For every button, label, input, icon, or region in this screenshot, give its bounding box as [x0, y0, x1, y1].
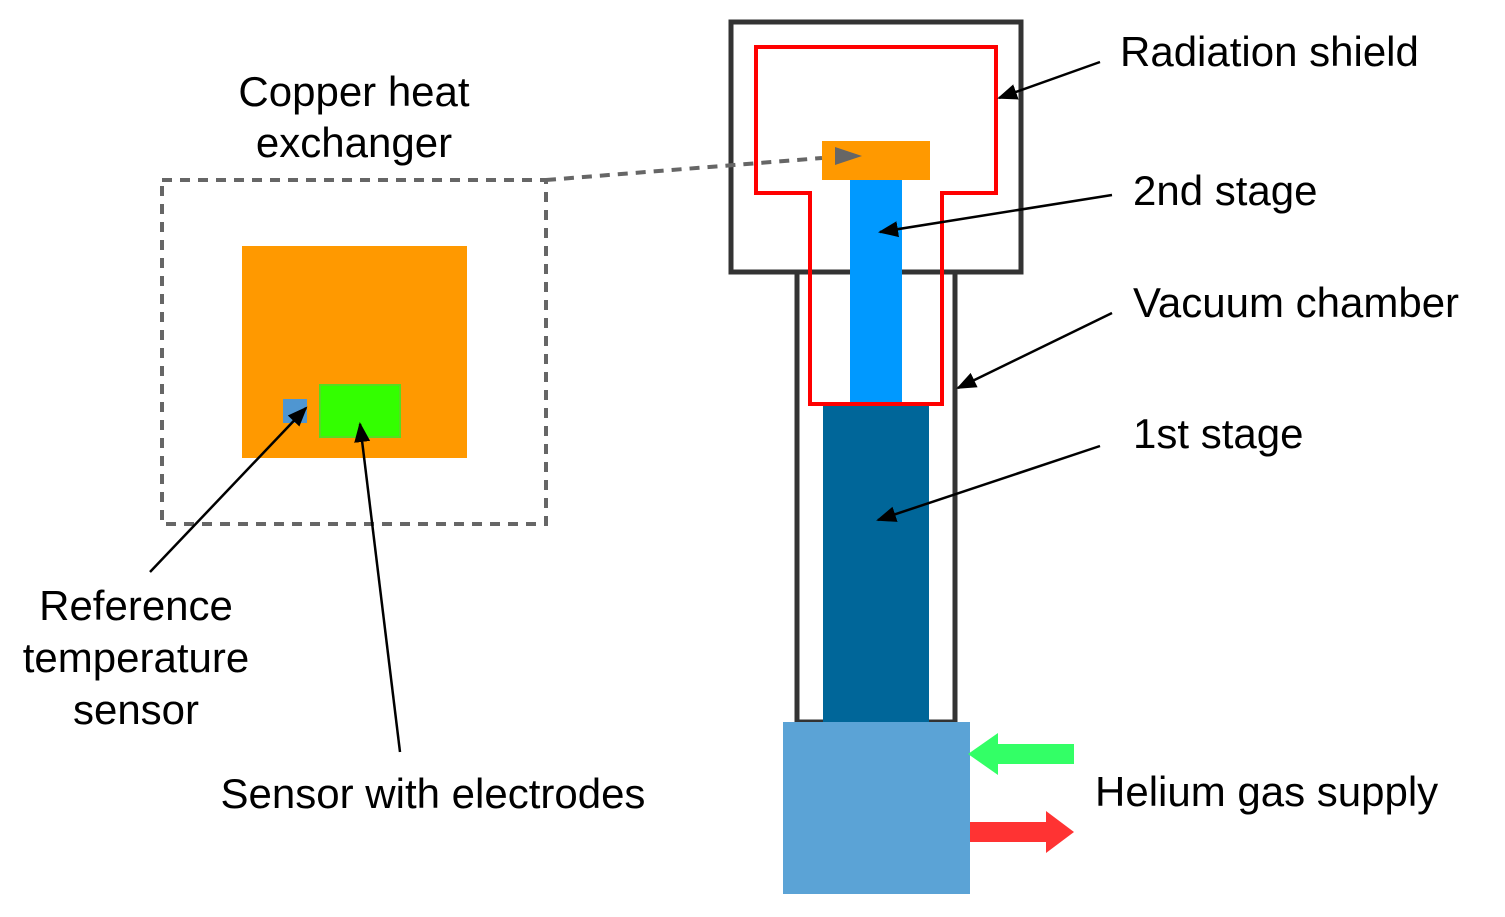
- copper-heat-exchanger-label-line1: Copper heat: [238, 68, 469, 115]
- copper-heat-exchanger-label-line2: exchanger: [256, 119, 452, 166]
- vacuum-chamber-leader: [956, 311, 1113, 390]
- inset-connector-line: [545, 156, 823, 182]
- radiation-shield-leader: [997, 60, 1101, 100]
- helium-gas-supply-label: Helium gas supply: [1095, 768, 1438, 815]
- reference-sensor-label-line3: sensor: [73, 686, 199, 733]
- radiation-shield: [754, 45, 998, 406]
- first-stage-label: 1st stage: [1133, 410, 1303, 457]
- reference-sensor-label-line1: Reference: [39, 582, 233, 629]
- gas-out-arrow: [970, 811, 1074, 853]
- compressor-block: [783, 722, 970, 894]
- second-stage-body: [850, 178, 902, 404]
- inset-dashed-box: [160, 178, 548, 526]
- first-stage-body: [823, 404, 929, 722]
- radiation-shield-label: Radiation shield: [1120, 28, 1419, 75]
- reference-sensor-label-line2: temperature: [23, 634, 249, 681]
- vacuum-chamber-label: Vacuum chamber: [1133, 279, 1459, 326]
- reference-sensor-leader: [149, 406, 308, 573]
- second-stage-label: 2nd stage: [1133, 167, 1318, 214]
- sensor-electrodes-leader: [354, 422, 402, 753]
- gas-in-arrow: [968, 733, 1074, 775]
- first-stage-leader: [876, 444, 1101, 522]
- second-stage-leader: [878, 193, 1113, 238]
- inset-connector-arrowhead: [835, 147, 862, 165]
- sensor-with-electrodes-label: Sensor with electrodes: [221, 770, 646, 817]
